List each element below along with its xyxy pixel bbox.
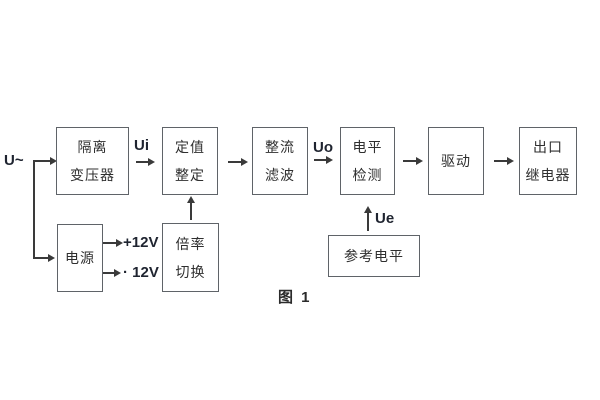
rail-negative-line: [103, 272, 114, 274]
label-ui: Ui: [134, 137, 149, 154]
block-ratio-line2: 切换: [175, 263, 206, 280]
figure-caption: 图 1: [278, 289, 312, 306]
block-reference-level: 参考电平: [328, 235, 420, 277]
arrowhead-reference-to-level: [364, 206, 372, 213]
block-relay-line1: 出口: [533, 139, 563, 155]
block-drive: 驱动: [428, 127, 484, 195]
block-drive-line1: 驱动: [441, 153, 471, 169]
block-power-line1: 电源: [65, 250, 95, 266]
arrowhead-into-power: [48, 254, 55, 262]
block-ratio-line1: 倍率: [175, 235, 206, 252]
label-uo: Uo: [313, 139, 333, 156]
block-ratio-switch: 倍率 切换: [162, 223, 219, 292]
arrowhead-ratio-to-setting: [187, 196, 195, 203]
arrowhead-into-isolation: [50, 157, 57, 165]
label-input-voltage: U~: [4, 152, 24, 169]
arrow-setting-to-rectifier-line: [228, 161, 241, 163]
arrowhead-ui: [148, 158, 155, 166]
block-isolation-transformer: 隔离 变压器: [56, 127, 129, 195]
block-isolation-line2: 变压器: [70, 167, 115, 183]
block-rectifier-filter: 整流 滤波: [252, 127, 308, 195]
label-ue: Ue: [375, 210, 395, 227]
block-setting-line2: 整定: [175, 167, 205, 183]
block-level-line2: 检测: [352, 167, 383, 183]
block-rectifier-line2: 滤波: [265, 167, 295, 183]
block-power-supply: 电源: [57, 224, 103, 292]
input-line-top: [33, 160, 50, 162]
arrow-uo-line: [314, 159, 326, 161]
arrow-reference-to-level-line: [367, 212, 369, 231]
block-level-detection: 电平 检测: [340, 127, 395, 195]
block-level-line1: 电平: [352, 139, 383, 155]
block-relay-line2: 继电器: [525, 167, 571, 183]
block-isolation-line1: 隔离: [77, 139, 108, 155]
arrowhead-uo: [326, 156, 333, 164]
input-line-bottom: [33, 257, 48, 259]
block-setting: 定值 整定: [162, 127, 218, 195]
label-plus-12v: +12V: [123, 234, 159, 251]
arrowhead-drive-to-relay: [507, 157, 514, 165]
arrow-level-to-drive-line: [403, 160, 416, 162]
block-output-relay: 出口 继电器: [519, 127, 577, 195]
arrowhead-rail-negative: [114, 269, 121, 277]
rail-positive-line: [103, 242, 116, 244]
arrowhead-level-to-drive: [416, 157, 423, 165]
arrow-drive-to-relay-line: [494, 160, 507, 162]
arrow-ui-line: [136, 161, 148, 163]
input-branch-line: [33, 160, 35, 258]
arrow-ratio-to-setting-line: [190, 202, 192, 220]
arrowhead-rail-positive: [116, 239, 123, 247]
label-minus-12v: · 12V: [123, 264, 159, 281]
block-rectifier-line1: 整流: [265, 139, 295, 155]
block-setting-line1: 定值: [175, 139, 205, 155]
block-reference-line1: 参考电平: [344, 248, 404, 264]
arrowhead-setting-to-rectifier: [241, 158, 248, 166]
